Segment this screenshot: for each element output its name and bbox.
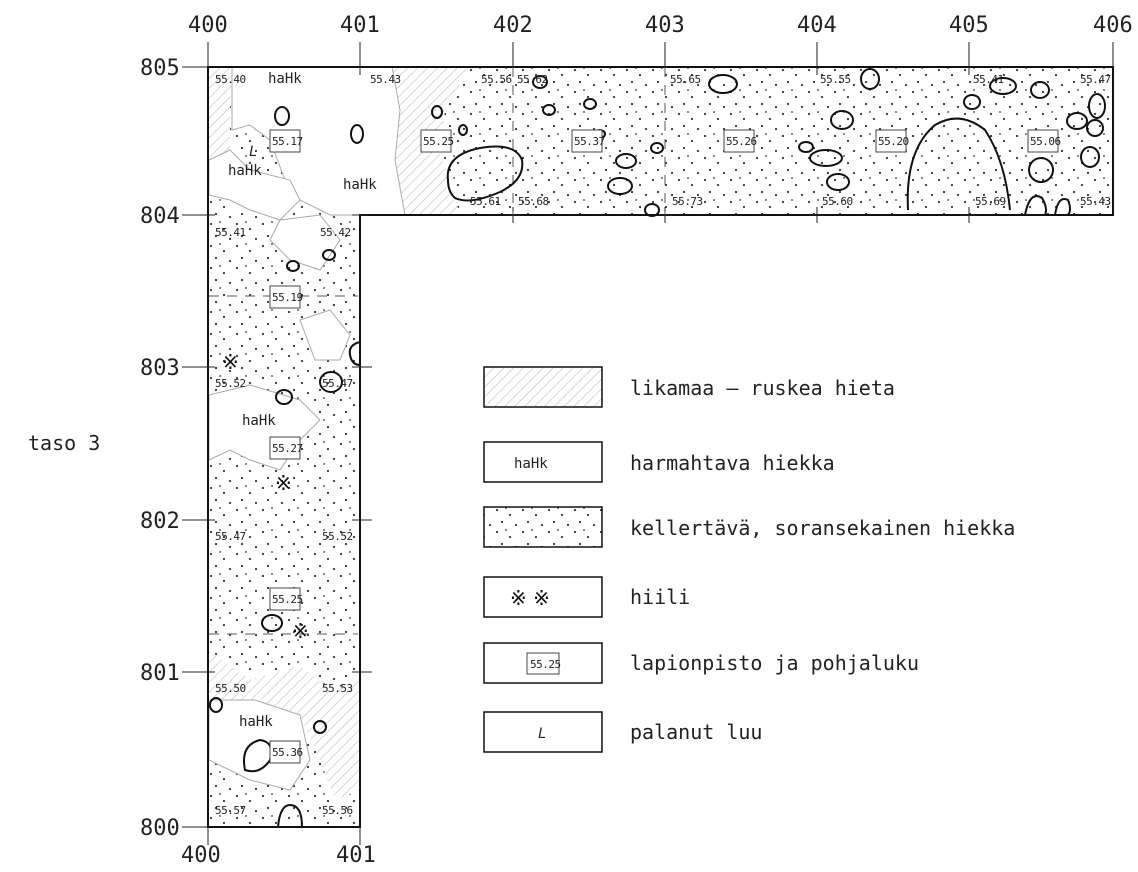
x-tick-label: 406 [1093,13,1133,38]
charcoal-mark: ※ [275,471,292,495]
elevation-label: 55.47 [1080,73,1111,86]
elevation-label: 55.61 [470,195,501,208]
soil-label: haHk [239,714,273,730]
spit-box: 55.06 [1027,129,1061,153]
elevation-label: 55.47 [322,377,353,390]
legend-swatch-charcoal [483,576,603,618]
elevation-label: 55.60 [822,195,853,208]
x-tick-label: 400 [188,13,228,38]
svg-text:55.26: 55.26 [726,135,757,148]
soil-labels: haHk haHk haHk haHk haHk L [228,71,377,730]
spit-box: 55.25 [420,129,454,153]
spit-box: 55.20 [875,129,909,153]
elevation-label: 55.55 [820,73,851,86]
svg-text:55.06: 55.06 [1030,135,1061,148]
y-tick-label: 802 [140,509,180,534]
charcoal-mark: ※ [222,350,239,374]
elevation-label: 55.65 [670,73,701,86]
elevation-label: 55.52 [215,377,246,390]
legend-swatch-hahk [483,441,603,483]
legend-symbol: ※ ※ [510,586,550,610]
elevation-label: 55.50 [215,682,246,695]
soil-label: haHk [268,71,302,87]
elevation-label: 55.56 [322,804,353,817]
legend-text: likamaa – ruskea hieta [630,376,895,400]
elevation-label: 55.62 [517,73,548,86]
spit-box: 55.19 [269,285,303,309]
elevation-label: 55.43 [1080,195,1111,208]
spit-markers: 55.17 55.25 55.37 55.26 55.20 55.06 55.1… [269,129,1061,764]
legend-spit-box [526,652,560,675]
legend-swatch-bone [483,711,603,753]
x-tick-label: 405 [949,13,989,38]
elevation-label: 55.47 [215,530,246,543]
level-title: taso 3 [28,431,100,455]
elevation-label: 55.56 [481,73,512,86]
elevation-label: 55.41 [973,73,1004,86]
legend-text: hiili [630,585,690,609]
elevation-label: 55.43 [370,73,401,86]
legend-symbol: L [538,726,546,742]
svg-text:55.27: 55.27 [272,442,303,455]
x-tick-label: 404 [797,13,837,38]
legend-text: lapionpisto ja pohjaluku [630,651,919,675]
spit-box: 55.26 [723,129,757,153]
legend-swatch-hatch [483,366,603,408]
legend-symbol: 55.25 [530,658,561,671]
legend-text: harmahtava hiekka [630,451,835,475]
y-tick-label: 804 [140,204,180,229]
spit-box: 55.27 [269,436,303,460]
elevation-label: 55.53 [322,682,353,695]
svg-text:55.25: 55.25 [272,593,303,606]
grid-ticks [182,42,1114,845]
elevation-label: 55.41 [215,226,246,239]
svg-text:55.36: 55.36 [272,746,303,759]
svg-text:55.19: 55.19 [272,291,303,304]
elevation-label: 55.52 [322,530,353,543]
spit-box: 55.17 [269,129,303,153]
svg-text:55.20: 55.20 [878,135,909,148]
svg-text:55.25: 55.25 [423,135,454,148]
elevation-label: 55.42 [320,226,351,239]
axis-labels: 400 401 402 403 404 405 406 400 401 805 … [140,13,1133,868]
y-tick-label: 801 [140,661,180,686]
y-tick-label: 803 [140,356,180,381]
stones [209,68,1106,828]
svg-text:55.17: 55.17 [272,135,303,148]
x-tick-label: 403 [645,13,685,38]
legend-symbol: haHk [514,456,548,472]
spit-box: 55.36 [269,740,303,764]
soil-label: haHk [242,413,276,429]
legend-swatch-dots [483,506,603,548]
legend: likamaa – ruskea hieta haHk harmahtava h… [483,366,1015,753]
x-tick-label: 401 [340,13,380,38]
spit-box: 55.25 [269,587,303,611]
soil-label: haHk [228,163,262,179]
svg-text:55.37: 55.37 [574,135,605,148]
spit-box: 55.37 [571,129,605,153]
charcoal-mark: ※ [292,619,309,643]
x-tick-label: 402 [493,13,533,38]
x-tick-label: 401 [336,843,376,868]
soil-label: haHk [343,177,377,193]
legend-text: palanut luu [630,720,762,744]
charcoal-symbols: ※ ※ ※ [222,350,309,643]
elevation-label: 55.68 [518,195,549,208]
x-tick-label: 400 [181,843,221,868]
elevation-label: 55.69 [975,195,1006,208]
y-tick-label: 800 [140,816,180,841]
y-tick-label: 805 [140,56,180,81]
elevation-label: 55.57 [215,804,246,817]
legend-text: kellertävä, soransekainen hiekka [630,516,1015,540]
elevation-readings: 55.40 55.43 55.56 55.62 55.65 55.55 55.4… [215,73,1111,817]
bone-mark: L [249,144,257,160]
elevation-label: 55.73 [672,195,703,208]
elevation-label: 55.40 [215,73,246,86]
